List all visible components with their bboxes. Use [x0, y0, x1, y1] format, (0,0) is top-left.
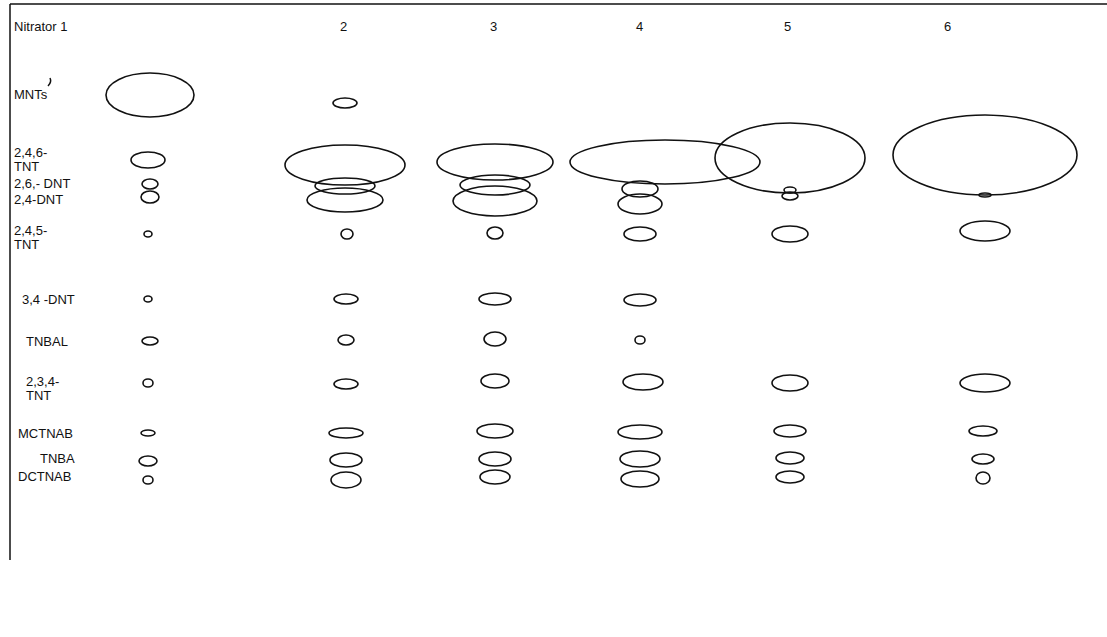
plate-border	[9, 4, 11, 560]
tlc-spot	[141, 191, 159, 203]
row-label: TNBA	[40, 452, 75, 466]
tlc-spot	[338, 335, 354, 345]
row-label: 2,4,5- TNT	[14, 224, 60, 252]
tlc-spot	[484, 332, 506, 346]
tlc-spot	[143, 379, 153, 387]
tlc-spot	[333, 98, 357, 108]
tlc-spot	[969, 426, 997, 436]
tlc-spot	[624, 294, 656, 306]
tlc-spot	[979, 193, 991, 197]
tlc-spot	[772, 226, 808, 242]
apostrophe-mark	[48, 78, 51, 86]
tlc-spot	[481, 374, 509, 388]
tlc-spot	[621, 471, 659, 487]
column-header: 6	[944, 20, 951, 34]
tlc-spot	[144, 231, 152, 237]
tlc-spot	[477, 424, 513, 438]
tlc-spot	[142, 337, 158, 345]
column-header: 4	[636, 20, 643, 34]
tlc-spot	[479, 452, 511, 466]
tlc-spot	[618, 194, 662, 214]
tlc-spot	[972, 454, 994, 464]
tlc-spot	[341, 229, 353, 239]
tlc-spot	[285, 145, 405, 185]
row-label: 2,3,4- TNT	[26, 375, 72, 403]
row-label: MNTs	[14, 88, 47, 102]
tlc-spot	[620, 451, 660, 467]
tlc-spot	[960, 221, 1010, 241]
tlc-spot	[776, 452, 804, 464]
plate-border	[10, 3, 1107, 5]
column-header: Nitrator 1	[14, 20, 67, 34]
tlc-spot	[143, 476, 153, 484]
tlc-spot	[329, 428, 363, 438]
tlc-spot	[334, 379, 358, 389]
row-label: 2,4,6- TNT	[14, 146, 60, 174]
tlc-spot	[776, 471, 804, 483]
tlc-spot	[774, 425, 806, 437]
tlc-spot	[487, 227, 503, 239]
column-header: 3	[490, 20, 497, 34]
column-header: 5	[784, 20, 791, 34]
tlc-spot	[331, 472, 361, 488]
row-label: TNBAL	[26, 335, 68, 349]
tlc-spot	[618, 425, 662, 439]
tlc-spot	[142, 179, 158, 189]
tlc-spot	[480, 470, 510, 484]
row-label: 3,4 -DNT	[22, 293, 75, 307]
tlc-spot	[307, 188, 383, 212]
row-label: DCTNAB	[18, 470, 71, 484]
tlc-spot	[624, 227, 656, 241]
tlc-spot	[893, 115, 1077, 195]
tlc-spot	[141, 430, 155, 436]
row-label: MCTNAB	[18, 427, 73, 441]
row-label: 2,4-DNT	[14, 193, 63, 207]
tlc-spot	[782, 192, 798, 200]
tlc-spot	[315, 178, 375, 194]
tlc-spot	[453, 186, 537, 216]
column-header: 2	[340, 20, 347, 34]
tlc-spot	[131, 152, 165, 168]
tlc-spot	[715, 123, 865, 193]
tlc-spot	[570, 140, 760, 184]
tlc-spot	[635, 336, 645, 344]
row-label: 2,6,- DNT	[14, 177, 70, 191]
tlc-spot	[460, 175, 530, 195]
tlc-spot	[144, 296, 152, 302]
tlc-spot	[772, 375, 808, 391]
tlc-spot	[623, 374, 663, 390]
tlc-spot	[330, 453, 362, 467]
tlc-spot	[334, 294, 358, 304]
tlc-spot	[976, 472, 990, 484]
tlc-spot	[106, 73, 194, 117]
tlc-spot	[479, 293, 511, 305]
tlc-spot	[960, 374, 1010, 392]
tlc-spot	[139, 456, 157, 466]
